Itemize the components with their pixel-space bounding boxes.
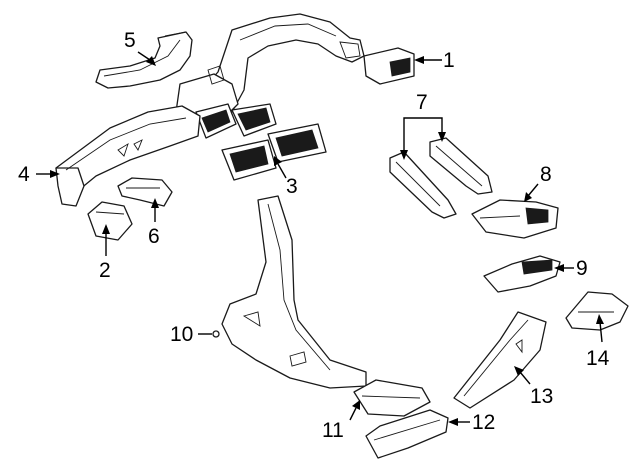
part-10-duct	[221, 195, 367, 389]
part-9-vent	[483, 255, 561, 293]
callout-2: 2	[99, 259, 111, 282]
part-2-duct	[87, 201, 133, 241]
part-7-ducts	[389, 137, 493, 219]
part-1-vent	[363, 47, 415, 85]
part-12-duct	[365, 409, 449, 459]
main-duct-assembly	[175, 13, 365, 139]
callout-14: 14	[586, 347, 610, 370]
part-5-duct	[95, 31, 193, 89]
callout-13: 13	[530, 385, 554, 408]
callout-6: 6	[148, 225, 160, 248]
part-4-duct	[55, 105, 201, 207]
callout-12: 12	[472, 411, 496, 434]
part-11-duct	[353, 379, 431, 417]
callout-7: 7	[416, 91, 428, 114]
callout-11: 11	[322, 419, 344, 442]
part-6-duct	[117, 177, 173, 207]
part-14-bracket	[565, 291, 629, 331]
callout-1: 1	[443, 49, 455, 72]
callout-9: 9	[576, 257, 588, 280]
leader-lines	[36, 51, 604, 426]
callout-8: 8	[540, 163, 552, 186]
part-13-duct	[453, 311, 547, 409]
callout-5: 5	[124, 29, 136, 52]
part-8-vent	[471, 199, 559, 239]
callout-3: 3	[286, 175, 298, 198]
callout-4: 4	[18, 163, 30, 186]
callout-10: 10	[170, 323, 194, 346]
part-3-vents	[221, 123, 327, 181]
